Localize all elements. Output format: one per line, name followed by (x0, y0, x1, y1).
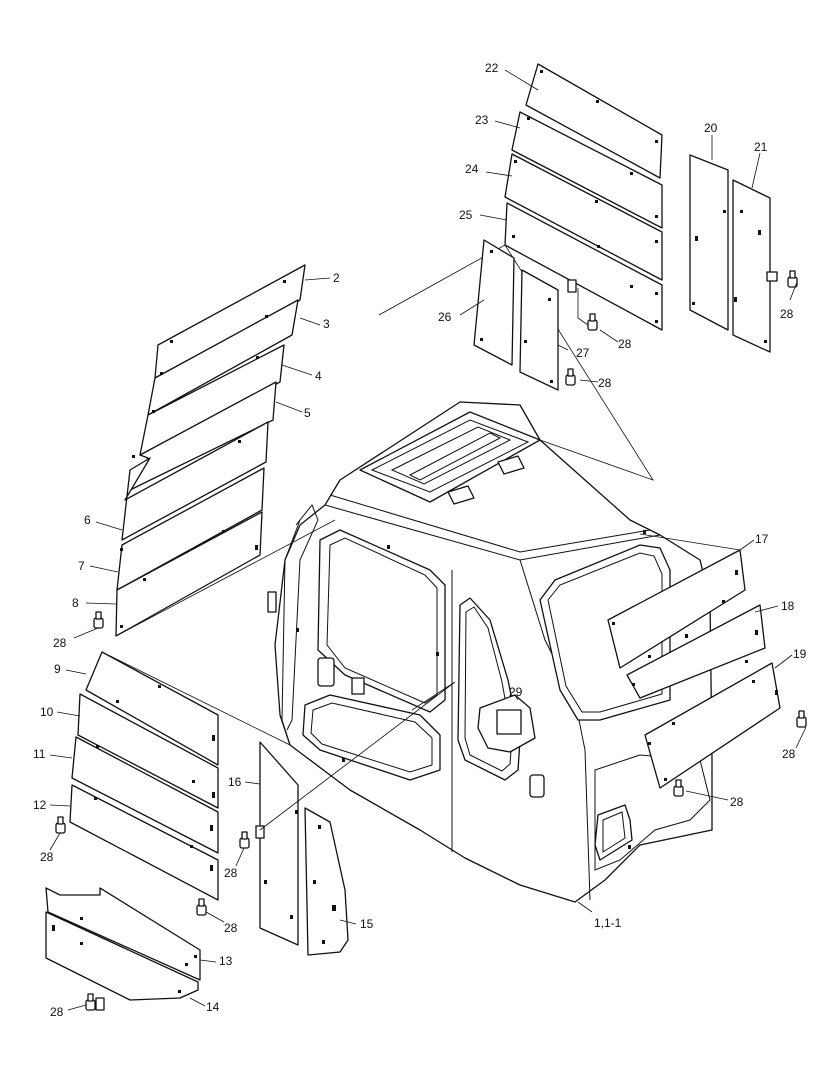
panel-15 (304, 807, 349, 956)
callout-22: 22 (485, 61, 499, 75)
callout-27: 27 (576, 346, 590, 360)
panel-3 (147, 299, 299, 416)
panel-20 (689, 154, 729, 331)
panel-22 (525, 63, 663, 179)
panel-9 (85, 651, 219, 766)
callout-19: 19 (793, 647, 807, 661)
panel-stack-left-upper (115, 264, 306, 637)
callout-17: 17 (755, 532, 769, 546)
callout-4: 4 (315, 369, 322, 383)
callout-2: 2 (333, 271, 340, 285)
callout-28-g: 28 (598, 376, 612, 390)
callout-12: 12 (33, 798, 47, 812)
callout-23: 23 (475, 113, 489, 127)
callout-labels: 1,1-1 2 3 4 5 6 7 8 9 10 11 12 13 14 15 … (33, 61, 807, 1019)
callout-21: 21 (754, 140, 768, 154)
panel-23 (511, 111, 663, 229)
panel-17 (607, 549, 746, 669)
callout-28-i: 28 (782, 747, 796, 761)
panel-16 (259, 741, 299, 946)
leader-lines (49, 69, 807, 1011)
panel-8 (115, 511, 263, 637)
panel-26 (473, 239, 515, 366)
panel-stack-right (607, 549, 781, 789)
callout-9: 9 (54, 662, 61, 676)
callout-11: 11 (33, 747, 46, 761)
callout-28-f: 28 (618, 337, 632, 351)
callout-6: 6 (84, 513, 91, 527)
callout-5: 5 (304, 406, 311, 420)
callout-28-j: 28 (730, 795, 744, 809)
latch-28c (196, 898, 207, 916)
callout-28-c: 28 (224, 921, 238, 935)
latch-28a (93, 611, 104, 629)
latch-14-bracket (95, 997, 105, 1011)
callout-1-1-1: 1,1-1 (594, 916, 622, 930)
callout-8: 8 (72, 596, 79, 610)
callout-3: 3 (323, 317, 330, 331)
panel-27 (519, 269, 559, 391)
callout-28-h: 28 (780, 307, 794, 321)
panel-19 (644, 662, 781, 789)
panel-2 (154, 264, 306, 379)
panel-11 (71, 736, 219, 854)
part-29-inner (496, 709, 522, 735)
callout-28-d: 28 (50, 1005, 64, 1019)
latch-28i (796, 710, 807, 728)
latch-28h (787, 270, 798, 288)
panel-18 (626, 604, 766, 699)
panel-stack-left-lower (45, 651, 219, 1001)
callout-25: 25 (459, 208, 473, 222)
panel-6 (121, 421, 269, 541)
callout-14: 14 (206, 1000, 220, 1014)
latch-28j (673, 779, 684, 797)
panel-12 (69, 784, 219, 901)
callout-28-a: 28 (53, 636, 67, 650)
panel-7 (116, 467, 265, 591)
panel-15-16 (259, 741, 349, 956)
latch-28e (239, 831, 250, 849)
callout-28-b: 28 (40, 850, 54, 864)
latch-28g (565, 368, 576, 386)
panel-stack-top (473, 63, 663, 391)
callout-13: 13 (219, 954, 233, 968)
callout-20: 20 (704, 121, 718, 135)
leader-roof-plane (378, 244, 654, 481)
latch-28b (55, 816, 66, 834)
panel-10 (77, 693, 219, 809)
panel-4 (139, 344, 285, 456)
callout-29: 29 (509, 685, 523, 699)
panel-5 (129, 381, 277, 491)
panel-13 (45, 887, 201, 981)
callout-18: 18 (781, 599, 795, 613)
latch-28f (587, 313, 598, 331)
latch-28d (85, 993, 96, 1011)
panel-21 (732, 179, 771, 353)
callout-28-e: 28 (224, 866, 238, 880)
cab-body (267, 401, 713, 903)
callout-26: 26 (438, 310, 452, 324)
callout-15: 15 (360, 917, 374, 931)
callout-24: 24 (465, 162, 479, 176)
callout-16: 16 (228, 775, 242, 789)
panel-25 (504, 202, 663, 331)
latch-parts (55, 270, 807, 1011)
panel-24 (504, 153, 663, 281)
panel-20-21 (689, 154, 778, 353)
panel-14 (45, 911, 199, 1001)
latch-16-bracket (255, 825, 265, 839)
callout-7: 7 (78, 559, 85, 573)
callout-10: 10 (40, 705, 54, 719)
